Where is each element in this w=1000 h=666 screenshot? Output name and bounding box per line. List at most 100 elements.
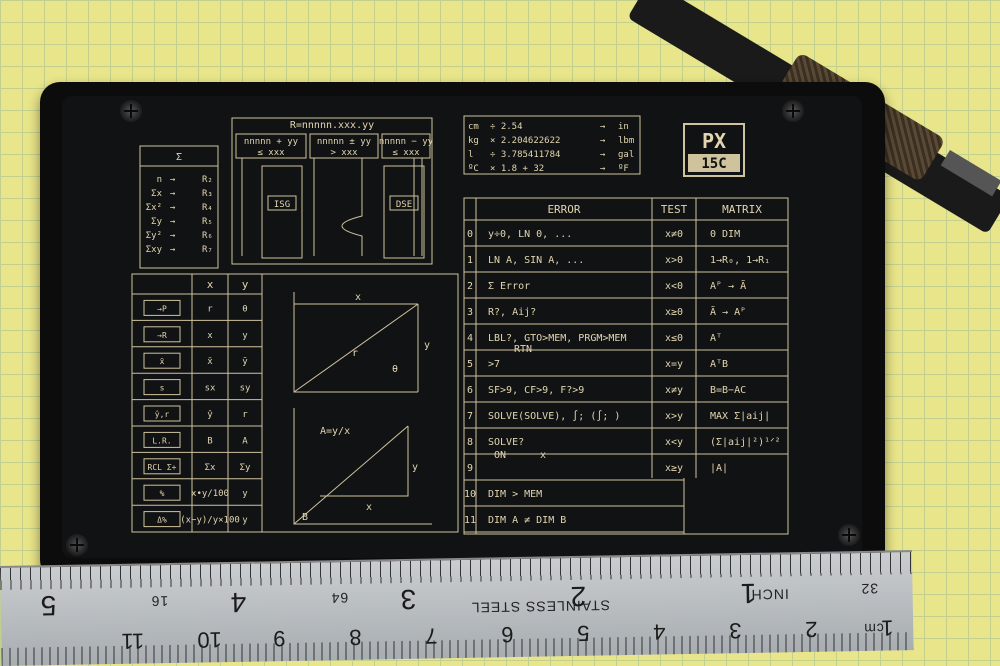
matrix-row-text: MAX Σ|aij| — [710, 411, 770, 422]
matrix-row-text: 0 DIM — [710, 229, 740, 240]
key-label: →P — [157, 304, 167, 313]
key-x-value: B — [207, 436, 212, 446]
matrix-row-text: Ã → Aᴾ — [710, 305, 746, 318]
conversion-to: gal — [618, 150, 634, 160]
calculator-key — [143, 511, 181, 528]
key-label: % — [160, 489, 165, 498]
key-x-value: x — [207, 331, 213, 341]
ruler-cm-number: 2 — [805, 616, 818, 642]
brand-logo — [683, 123, 745, 177]
isg-condition: nnnnn + yy — [244, 137, 299, 147]
stats-row-left: n — [157, 175, 162, 185]
error-row-number: 3 — [467, 307, 473, 318]
error-row-text: SOLVE(SOLVE), ∫; (∫; ) — [488, 410, 620, 422]
error-row-text: SF>9, CF>9, F?>9 — [488, 385, 584, 396]
stats-arrow: → — [170, 175, 176, 185]
calculator-key — [143, 352, 181, 369]
conversion-arrow: → — [600, 150, 606, 160]
key-y-value: y — [242, 331, 248, 341]
dse-condition: nnnnn − yy — [379, 137, 434, 147]
error-row-text: y÷0, LN 0, ... — [488, 229, 572, 240]
ruler-cm-number: 1 — [881, 615, 894, 641]
conversion-from: ºC — [468, 164, 479, 174]
svg-text:y: y — [424, 340, 430, 351]
conversion-box — [463, 115, 641, 175]
stats-row-left: Σxy — [146, 245, 163, 255]
matrix-header: MATRIX — [722, 203, 762, 216]
ruler-cm-number: 7 — [425, 623, 438, 649]
svg-text:A=y/x: A=y/x — [320, 426, 350, 437]
key-header-x: x — [207, 278, 214, 291]
test-row-text: x≠0 — [665, 229, 683, 240]
test-row-text: x≤0 — [665, 333, 683, 344]
matrix-row-text: (Σ|aij|²)¹ᐟ² — [710, 437, 780, 448]
ruler: STAINLESS STEEL INCH cm 5 4 3 2 1 16 64 … — [0, 550, 914, 666]
calculator-key — [143, 458, 181, 475]
ruler-steel-label: STAINLESS STEEL — [470, 597, 611, 616]
key-y-value: y — [242, 489, 248, 499]
on-key: ON — [494, 450, 506, 461]
rtn-key: RTN — [514, 344, 532, 355]
key-label: s — [160, 384, 165, 393]
register-formula: R=nnnnn.xxx.yy — [290, 120, 374, 131]
isg-compare: ≤ xxx — [257, 148, 285, 158]
screw-bottom-right — [838, 524, 860, 546]
error-table — [463, 197, 789, 535]
calculator-key — [143, 326, 181, 343]
calculator-key — [143, 379, 181, 396]
key-y-value: ȳ — [242, 357, 248, 367]
conversion-arrow: → — [600, 122, 606, 132]
error-row-text: DIM > MEM — [488, 489, 542, 500]
conversion-op: × 2.204622622 — [490, 136, 560, 146]
error-row-number: 5 — [467, 359, 473, 370]
ruler-cm-number: 3 — [729, 618, 742, 644]
key-y-value: θ — [242, 304, 247, 314]
svg-text:x: x — [366, 502, 372, 513]
key-x-value: (x−y)/y×100 — [180, 516, 240, 526]
stats-arrow: → — [170, 203, 176, 213]
conversion-to: in — [618, 122, 629, 132]
test-row-text: x>0 — [665, 255, 683, 266]
error-row-text: SOLVE? — [488, 437, 524, 448]
key-x-value: x̄ — [207, 357, 213, 367]
test-row-text: x≠y — [665, 385, 683, 396]
matrix-row-text: 1→R₀, 1→R₁ — [710, 255, 770, 266]
error-row-number: 10 — [464, 489, 476, 500]
conversion-arrow: → — [600, 164, 606, 174]
dsemid-compare: > xxx — [330, 148, 358, 158]
error-row-number: 11 — [464, 515, 476, 526]
x-key: x — [540, 450, 546, 461]
conversion-from: l — [468, 150, 473, 160]
conversion-to: lbm — [618, 136, 634, 146]
error-row-text: >7 — [488, 359, 500, 370]
stats-row-right: R₇ — [202, 245, 213, 255]
stats-arrow: → — [170, 217, 176, 227]
brand-top: PX — [702, 129, 726, 153]
graph-panel — [261, 273, 459, 533]
conversion-arrow: → — [600, 136, 606, 146]
key-label: →R — [157, 331, 167, 340]
key-y-value: sy — [240, 384, 251, 394]
error-header: ERROR — [547, 203, 580, 216]
conversion-op: ÷ 3.785411784 — [490, 150, 560, 160]
loop-box — [231, 117, 433, 265]
key-x-value: Σx — [205, 463, 216, 473]
ruler-cm-number: 11 — [121, 628, 145, 654]
ruler-cm-number: 4 — [653, 619, 666, 645]
ruler-cm-number: 8 — [349, 624, 362, 650]
error-row-text: LN A, SIN A, ... — [488, 255, 584, 266]
stats-arrow: → — [170, 189, 176, 199]
ruler-cm-number: 5 — [577, 620, 590, 646]
svg-text:θ: θ — [392, 364, 398, 375]
test-header: TEST — [661, 203, 688, 216]
stats-row-left: Σx² — [146, 203, 162, 213]
screw-bottom-left — [66, 534, 88, 556]
calculator-key — [143, 431, 181, 448]
ruler-cm-number: 6 — [501, 622, 514, 648]
isg-label: ISG — [274, 200, 290, 210]
brand-bottom: 15C — [701, 156, 726, 172]
conversion-to: ºF — [618, 164, 629, 174]
matrix-row-text: Aᴾ → Ã — [710, 279, 746, 292]
error-row-number: 1 — [467, 255, 473, 266]
